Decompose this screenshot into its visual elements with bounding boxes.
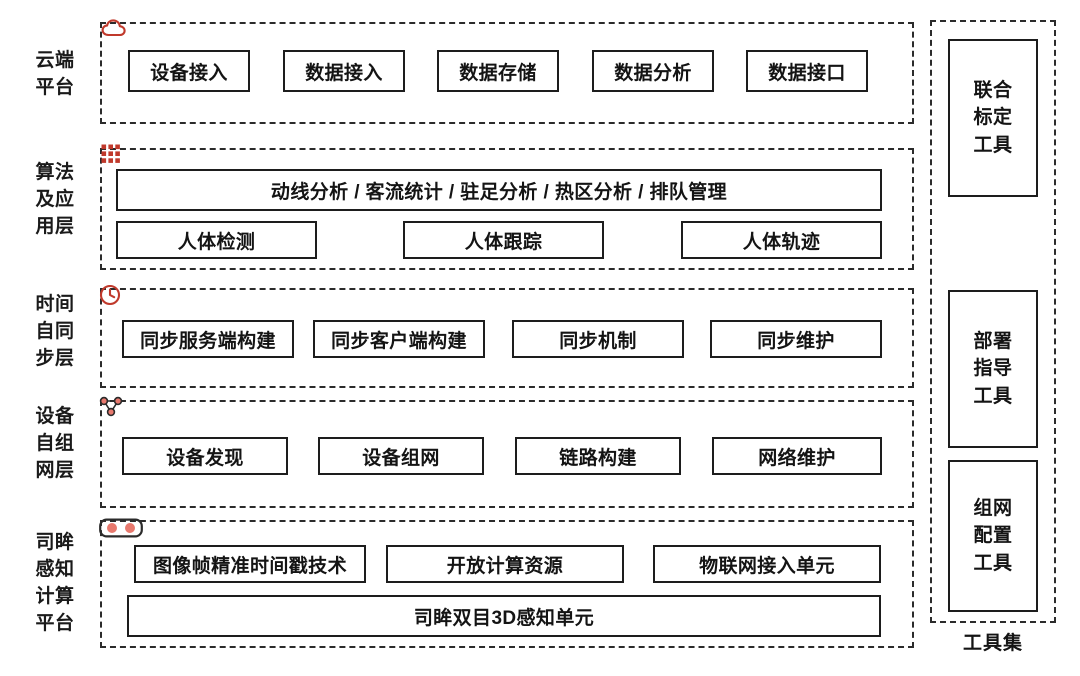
node-data-analysis[interactable]: 数据分析 (592, 50, 714, 92)
node-analytics-suite[interactable]: 动线分析 / 客流统计 / 驻足分析 / 热区分析 / 排队管理 (116, 169, 882, 211)
layer-label-cloud-platform: 云端 平台 (18, 48, 92, 102)
layer-label-line: 时间 (35, 294, 75, 315)
layer-label-line: 司眸 (35, 532, 75, 553)
tool-label-line: 联合 (973, 79, 1013, 101)
clock-icon (99, 284, 121, 306)
toolset-panel: 联合 标定 工具 部署 指导 工具 组网 配置 工具 (930, 20, 1056, 623)
layer-label-line: 自组 (35, 432, 75, 454)
layer-label-line: 感知 (35, 558, 75, 580)
tool-label-line: 工具 (973, 385, 1013, 407)
layer-label-line: 算法 (35, 162, 75, 183)
layer-label-simou-perception-platform: 司眸 感知 计算 平台 (18, 530, 92, 638)
layer-label-line: 自同 (35, 320, 75, 342)
tool-deployment-guide-tool[interactable]: 部署 指导 工具 (948, 290, 1038, 448)
node-network-maintenance[interactable]: 网络维护 (712, 437, 882, 475)
tool-label-line: 标定 (973, 107, 1013, 129)
node-human-trajectory[interactable]: 人体轨迹 (681, 221, 882, 259)
tool-network-config-tool[interactable]: 组网 配置 工具 (948, 460, 1038, 612)
node-sync-server-build[interactable]: 同步服务端构建 (122, 320, 294, 358)
node-device-access[interactable]: 设备接入 (128, 50, 250, 92)
layer-label-line: 平台 (35, 612, 75, 634)
tool-label-line: 指导 (973, 358, 1013, 380)
node-data-access[interactable]: 数据接入 (283, 50, 405, 92)
node-link-construction[interactable]: 链路构建 (515, 437, 681, 475)
node-device-networking[interactable]: 设备组网 (318, 437, 484, 475)
node-data-interface[interactable]: 数据接口 (746, 50, 868, 92)
layer-label-algorithm-application: 算法 及应 用层 (18, 160, 92, 241)
layer-label-line: 网层 (35, 459, 75, 481)
node-open-compute-resource[interactable]: 开放计算资源 (386, 545, 624, 583)
tool-label-line: 组网 (973, 497, 1013, 519)
tool-label-line: 工具 (973, 134, 1013, 156)
node-human-tracking[interactable]: 人体跟踪 (403, 221, 604, 259)
node-sync-client-build[interactable]: 同步客户端构建 (313, 320, 485, 358)
layer-label-line: 计算 (35, 585, 75, 607)
node-human-detection[interactable]: 人体检测 (116, 221, 317, 259)
layer-label-line: 用层 (35, 215, 75, 237)
layer-label-line: 平台 (35, 76, 75, 98)
node-frame-timestamp-tech[interactable]: 图像帧精准时间戳技术 (134, 545, 366, 583)
tool-label-line: 部署 (973, 330, 1013, 352)
layer-label-time-self-sync: 时间 自同 步层 (18, 292, 92, 373)
node-data-storage[interactable]: 数据存储 (437, 50, 559, 92)
layer-label-line: 步层 (35, 347, 75, 369)
layer-label-line: 及应 (35, 188, 75, 210)
toolset-caption: 工具集 (962, 633, 1023, 654)
cloud-icon (101, 18, 127, 38)
tool-label-line: 配置 (973, 525, 1013, 547)
binocular-icon (99, 517, 143, 539)
node-sync-maintenance[interactable]: 同步维护 (710, 320, 882, 358)
layer-label-line: 设备 (35, 406, 75, 427)
layer-label-line: 云端 (35, 50, 75, 71)
mesh-network-icon (99, 395, 125, 419)
tool-label-line: 工具 (973, 552, 1013, 574)
tool-joint-calibration-tool[interactable]: 联合 标定 工具 (948, 39, 1038, 197)
grid-dots-icon (101, 144, 121, 164)
node-device-discovery[interactable]: 设备发现 (122, 437, 288, 475)
layer-label-device-self-mesh: 设备 自组 网层 (18, 404, 92, 485)
node-simou-binocular-3d-unit[interactable]: 司眸双目3D感知单元 (127, 595, 881, 637)
node-iot-access-unit[interactable]: 物联网接入单元 (653, 545, 881, 583)
node-sync-mechanism[interactable]: 同步机制 (512, 320, 684, 358)
